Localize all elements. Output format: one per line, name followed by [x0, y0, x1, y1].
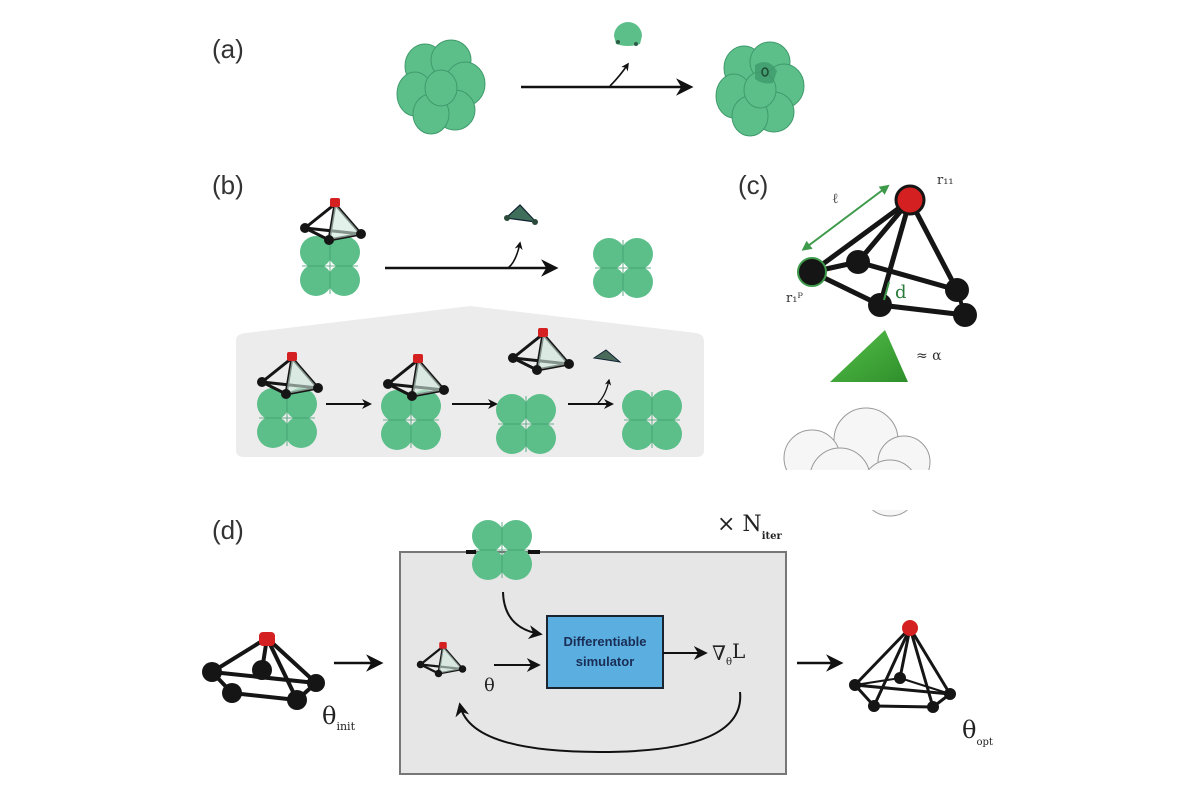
released-fragment-b — [504, 204, 538, 225]
height-label: d — [895, 282, 907, 303]
step-released-fragment — [592, 349, 622, 363]
top-atom-label: r₁₁ — [937, 173, 954, 188]
angle-triangle-c — [830, 330, 908, 382]
gradient-label: ∇θL — [712, 639, 745, 668]
side-atom-label: r₁ᴾ — [786, 291, 803, 306]
simulator-label-line2: simulator — [576, 654, 635, 669]
cluster-initial-a — [396, 39, 486, 135]
tip-geometry-c — [797, 184, 977, 327]
panel-label-a: (a) — [212, 34, 244, 64]
process-strip-b — [236, 306, 704, 457]
cluster-substrate-b — [299, 235, 361, 297]
cluster-final-a — [715, 41, 805, 137]
feedback-arrow-d — [455, 691, 742, 754]
step3-cluster — [495, 393, 557, 455]
height-arrow-c — [883, 281, 890, 301]
iterations-label: × Niter — [717, 512, 782, 542]
theta-opt-label: θopt — [962, 716, 993, 748]
initial-tip-d — [202, 632, 325, 710]
optimized-tip-d — [849, 620, 956, 713]
simulator-label-line1: Differentiable — [563, 634, 646, 649]
substrate-arrow-d — [502, 591, 543, 640]
step4-cluster — [621, 389, 683, 451]
step-release-arrow — [597, 378, 612, 404]
triangle-label: ≈ α — [916, 348, 942, 364]
release-arrow-a — [609, 62, 629, 87]
substrate-cluster-d — [471, 519, 533, 581]
theta-label: θ — [484, 675, 495, 696]
differentiable-simulator-box — [546, 615, 664, 689]
distance-label: ℓ — [832, 191, 839, 207]
vacancy-marker-a — [755, 62, 777, 84]
theta-init-label: θinit — [322, 702, 356, 733]
released-atom-a — [614, 22, 642, 46]
distance-arrow-c — [801, 184, 890, 251]
panel-label-d: (d) — [212, 515, 244, 545]
panel-label-b: (b) — [212, 170, 244, 200]
panel-label-c: (c) — [738, 170, 769, 200]
release-arrow-b — [507, 241, 523, 269]
cluster-product-b — [592, 237, 654, 299]
